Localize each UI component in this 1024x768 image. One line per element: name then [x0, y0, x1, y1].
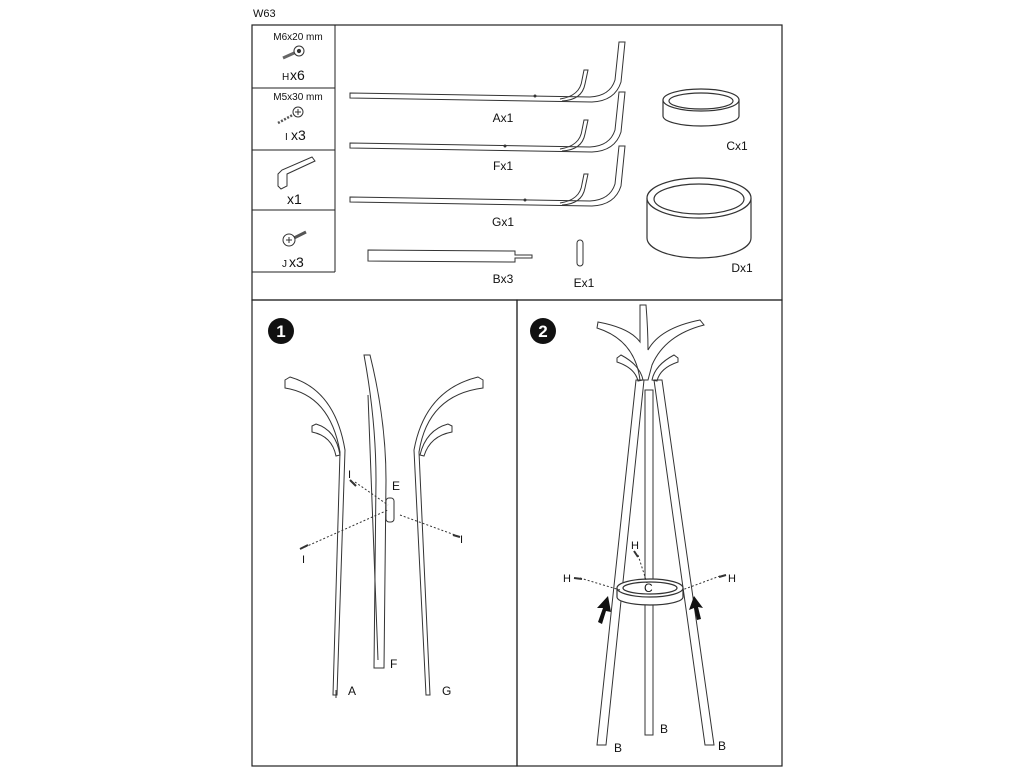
hardware-j-cell: J x3: [282, 230, 307, 270]
step2-label-b-right: B: [718, 739, 726, 753]
part-bar-b: [367, 249, 533, 263]
step2-badge: 2: [530, 318, 556, 344]
part-dowel-e: [576, 239, 584, 267]
step1-badge: 1: [268, 318, 294, 344]
step2-label-h-right: H: [728, 573, 736, 585]
hardware-i-qty: x3: [291, 127, 306, 143]
part-b-label: Bx3: [493, 272, 514, 286]
hardware-key-cell: x1: [277, 156, 316, 207]
step1-label-f: F: [390, 657, 397, 671]
step2-label-c: C: [644, 581, 653, 595]
step2-label-h-left: H: [563, 573, 571, 585]
step1-screw-icon: [299, 479, 461, 550]
step1-post-f: [363, 354, 387, 669]
step1-label-i-right: I: [460, 534, 463, 546]
step1-leg-g: [413, 376, 484, 696]
allen-key-icon: [277, 156, 316, 190]
step1-label-i-top: I: [348, 469, 351, 481]
part-e-label: Ex1: [574, 276, 595, 290]
part-leg-f: [349, 91, 626, 153]
part-d-label: Dx1: [731, 261, 753, 275]
step2-assembled-top: [596, 304, 705, 382]
step1-label-i-left: I: [302, 554, 305, 566]
part-g-label: Gx1: [492, 215, 514, 229]
hardware-h-cell: M6x20 mm H x6: [273, 32, 322, 83]
hardware-j-letter: J: [282, 259, 287, 270]
screw-icon: [282, 230, 307, 247]
step1-number: 1: [276, 322, 285, 341]
hardware-h-letter: H: [282, 72, 289, 83]
hardware-h-qty: x6: [290, 67, 305, 83]
step1-frame: [251, 299, 518, 767]
step1-dowel-e: [385, 497, 395, 523]
part-ring-c: [662, 88, 740, 127]
step1-leg-a: [284, 376, 346, 698]
model-code: W63: [253, 8, 276, 20]
step2-label-h-center: H: [631, 540, 639, 552]
hardware-i-cell: M5x30 mm I x3: [273, 92, 322, 143]
step2-label-b-left: B: [614, 741, 622, 755]
step2-ring-c: [616, 578, 684, 606]
step1-label-g: G: [442, 684, 451, 698]
parts-frame: [251, 24, 783, 301]
part-leg-g: [349, 145, 626, 207]
step2-bolt-icon: [573, 550, 727, 580]
hardware-column: [252, 25, 336, 273]
part-leg-a: [349, 41, 626, 103]
arrow-up-icon: [689, 596, 703, 620]
step1-label-e: E: [392, 479, 400, 493]
part-a-label: Ax1: [493, 111, 514, 125]
arrow-up-icon: [597, 596, 611, 624]
step2-bolt-lines: [579, 554, 721, 591]
part-f-label: Fx1: [493, 159, 513, 173]
step1-screw-lines: [304, 481, 456, 548]
hardware-i-size: M5x30 mm: [273, 92, 322, 103]
hardware-i-letter: I: [285, 132, 288, 143]
step2-number: 2: [538, 322, 547, 341]
bolt-icon: [282, 45, 305, 60]
part-c-label: Cx1: [726, 139, 748, 153]
step2-frame: [516, 299, 783, 767]
step1-label-a: A: [348, 684, 356, 698]
hardware-key-qty: x1: [287, 191, 302, 207]
step2-label-b-center: B: [660, 722, 668, 736]
hardware-j-qty: x3: [289, 254, 304, 270]
hardware-h-size: M6x20 mm: [273, 32, 322, 43]
screw-icon: [277, 106, 304, 125]
part-ring-d: [646, 177, 752, 259]
step2-legs: [596, 379, 715, 746]
